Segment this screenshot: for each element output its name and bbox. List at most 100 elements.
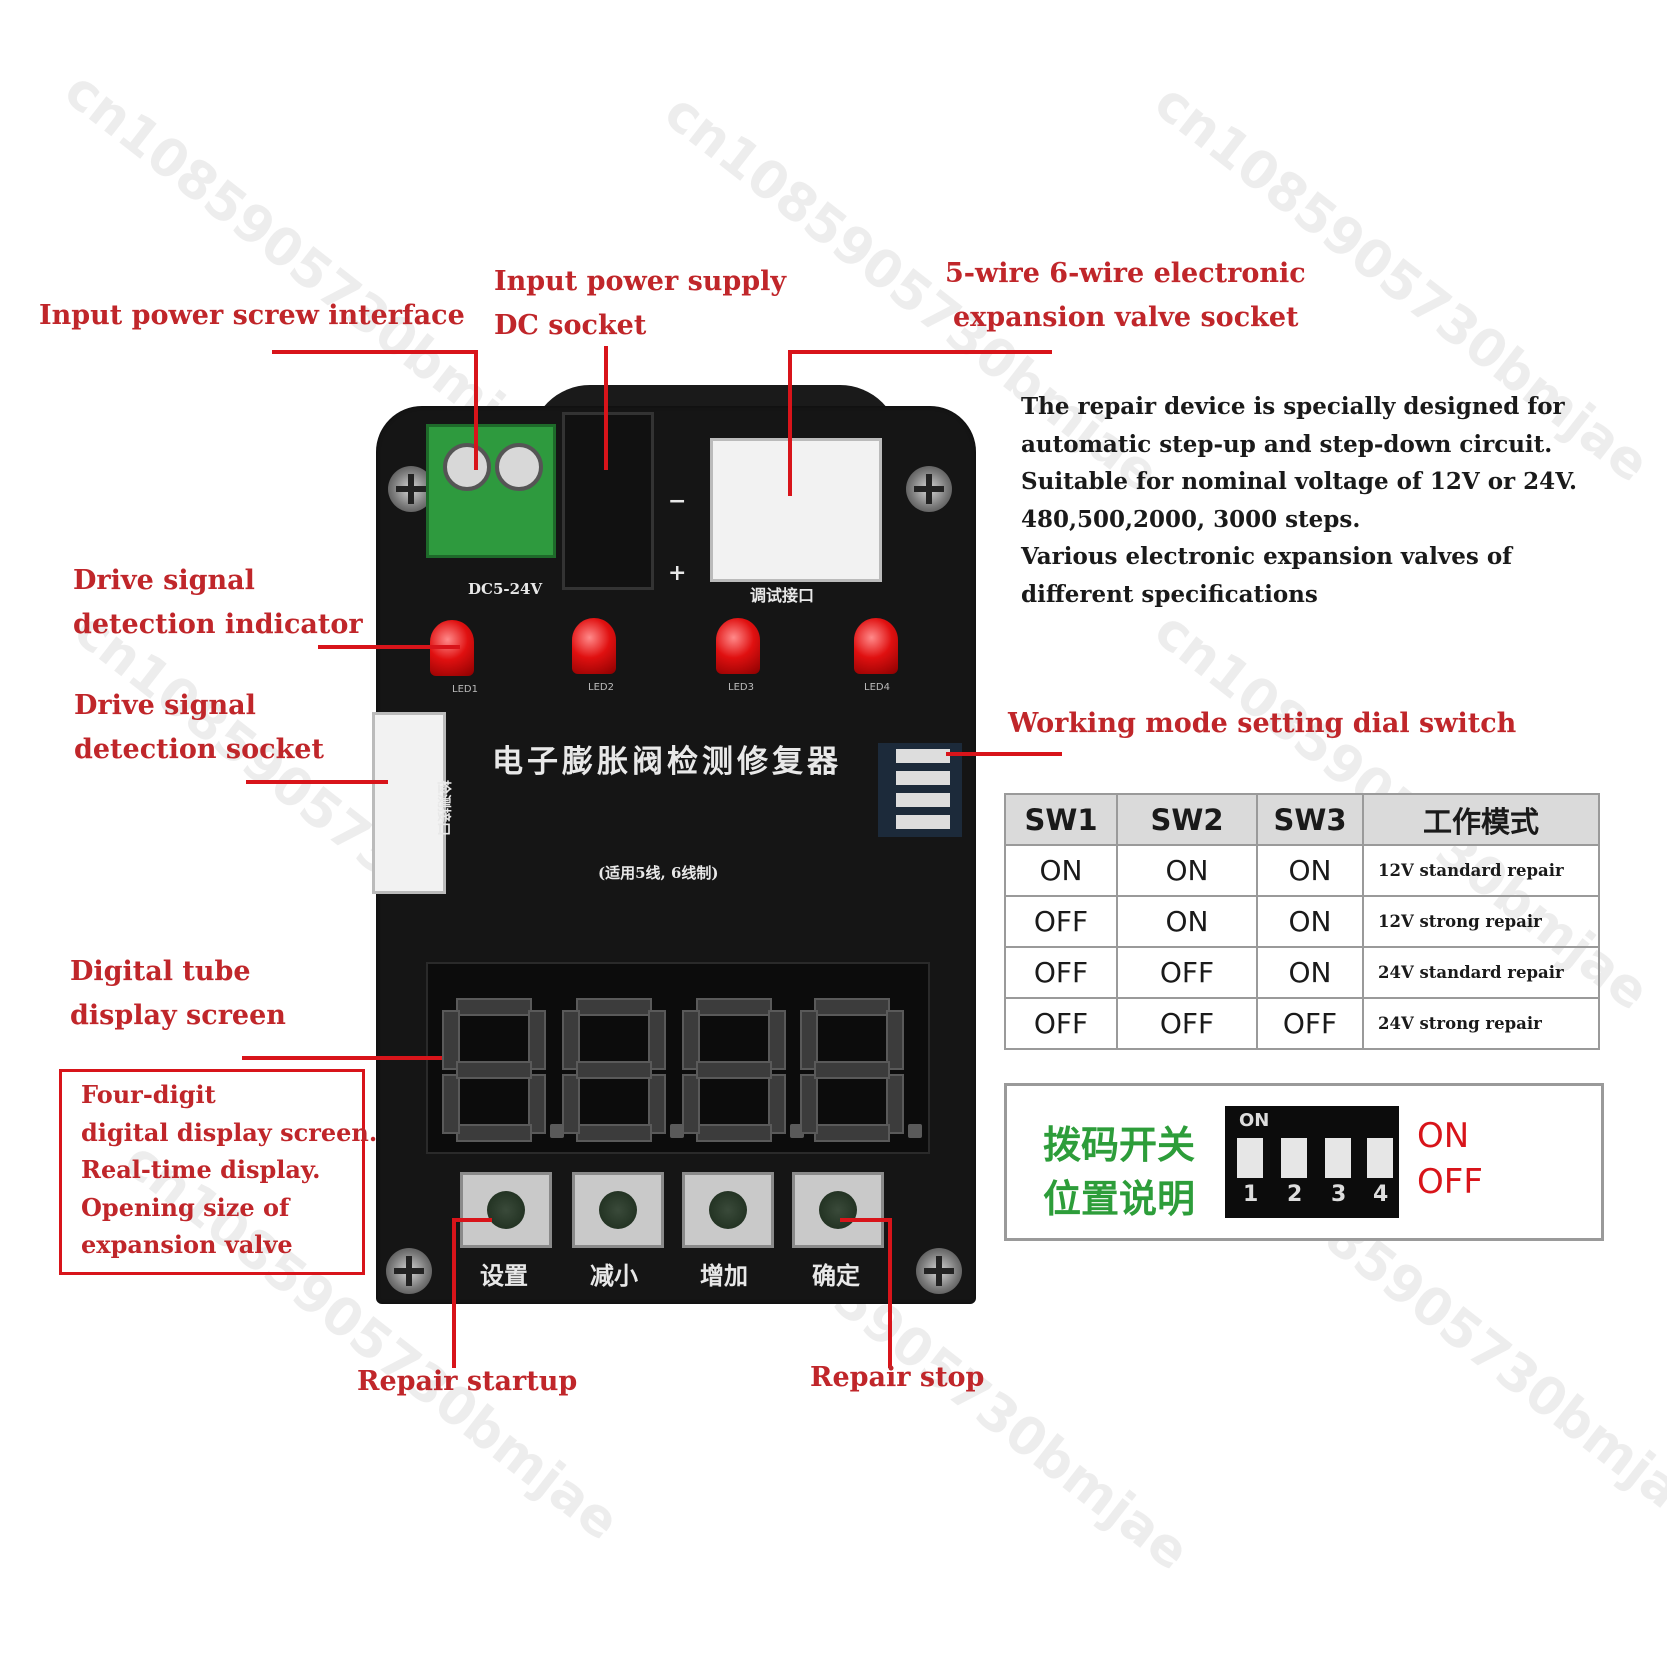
screw-terminal (426, 424, 556, 558)
led-3 (716, 618, 760, 674)
dc-socket (562, 412, 654, 590)
dip-number: 1 (1243, 1182, 1259, 1207)
dip-switch[interactable] (878, 743, 962, 837)
side-connector-label: 检测接口 (435, 780, 451, 836)
callout-digital-tube: Digital tube display screen (70, 950, 286, 1038)
table-row: OFF OFF OFF 24V strong repair (1004, 997, 1600, 1050)
callout-line: 5-wire 6-wire electronic (945, 258, 1306, 289)
leader-line (318, 645, 460, 649)
table-header: SW3 (1256, 793, 1364, 846)
table-header: SW2 (1116, 793, 1258, 846)
callout-drive-indicator: Drive signal detection indicator (73, 559, 363, 647)
callout-input-power-screw: Input power screw interface (39, 300, 465, 331)
seven-segment-digit (682, 998, 804, 1142)
digital-tube-display (426, 962, 930, 1154)
table-cell: 12V strong repair (1362, 895, 1600, 948)
legend-state-off: OFF (1417, 1162, 1483, 1202)
callout-line: DC socket (494, 310, 647, 341)
callout-repair-stop: Repair stop (810, 1362, 985, 1393)
description-line: Various electronic expansion valves of (1021, 543, 1513, 570)
table-cell: ON (1116, 895, 1258, 948)
leader-line (452, 1218, 492, 1222)
leader-line (272, 350, 478, 354)
dip-number: 2 (1287, 1182, 1303, 1207)
valve-connector-label: 调试接口 (750, 586, 815, 605)
callout-line: expansion valve socket (953, 302, 1299, 333)
table-cell: OFF (1256, 997, 1364, 1050)
decrease-button[interactable] (572, 1172, 664, 1248)
button-label-set: 设置 (480, 1261, 528, 1290)
table-cell: OFF (1004, 946, 1118, 999)
table-cell: ON (1256, 895, 1364, 948)
description-line: Suitable for nominal voltage of 12V or 2… (1021, 468, 1578, 495)
display-note: Four-digit digital display screen. Real-… (81, 1076, 377, 1264)
display-note-line: Opening size of (81, 1192, 290, 1222)
seven-segment-digit (442, 998, 564, 1142)
led-label: LED2 (588, 682, 614, 693)
table-row: OFF OFF ON 24V standard repair (1004, 946, 1600, 999)
callout-dc-socket: Input power supply DC socket (494, 260, 786, 348)
set-button[interactable] (460, 1172, 552, 1248)
board-title: 电子膨胀阀检测修复器 (492, 744, 842, 780)
device-description: The repair device is specially designed … (1021, 388, 1577, 613)
confirm-button[interactable] (792, 1172, 884, 1248)
dip-number: 4 (1373, 1182, 1389, 1207)
leader-line (452, 1218, 456, 1368)
terminal-label: DC5-24V (468, 580, 543, 598)
table-cell: OFF (1004, 895, 1118, 948)
callout-line: detection socket (74, 734, 324, 765)
board-subtitle: (适用5线, 6线制) (598, 864, 719, 882)
leader-line (604, 346, 608, 470)
screw-top-right (906, 466, 952, 512)
leader-line (888, 1218, 892, 1368)
table-cell: OFF (1116, 946, 1258, 999)
table-row: ON ON ON 12V standard repair (1004, 844, 1600, 897)
dip-on-label: ON (1239, 1110, 1270, 1131)
callout-line: detection indicator (73, 609, 363, 640)
dip-switch-legend: 拨码开关 位置说明 ON 1 2 3 4 ON OFF (1004, 1083, 1604, 1241)
callout-repair-startup: Repair startup (357, 1366, 578, 1397)
leader-line (242, 1056, 442, 1060)
dip-switch-image: ON 1 2 3 4 (1225, 1106, 1399, 1218)
leader-line (788, 350, 1052, 354)
led-label: LED3 (728, 682, 754, 693)
table-cell: 24V strong repair (1362, 997, 1600, 1050)
leader-line (840, 1218, 890, 1222)
side-connector (372, 712, 446, 894)
legend-state-on: ON (1417, 1116, 1470, 1156)
button-label-increase: 增加 (700, 1261, 748, 1290)
description-line: The repair device is specially designed … (1021, 393, 1565, 420)
table-cell: ON (1116, 844, 1258, 897)
screw-bottom-left (386, 1248, 432, 1294)
callout-line: Input power supply (494, 266, 787, 297)
dc-minus-label: − (668, 488, 687, 514)
description-line: automatic step-up and step-down circuit. (1021, 430, 1553, 458)
table-cell: OFF (1116, 997, 1258, 1050)
seven-segment-digit (800, 998, 922, 1142)
increase-button[interactable] (682, 1172, 774, 1248)
led-label: LED4 (864, 682, 890, 693)
legend-title-line: 位置说明 (1043, 1177, 1196, 1221)
display-note-line: Real-time display. (81, 1155, 321, 1184)
leader-line (246, 780, 388, 784)
legend-title-line: 拨码开关 (1043, 1123, 1196, 1167)
display-note-box (59, 1069, 365, 1275)
led-label: LED1 (452, 684, 478, 695)
table-header: 工作模式 (1362, 793, 1600, 846)
callout-line: Digital tube (70, 956, 251, 987)
valve-connector (710, 438, 882, 582)
display-note-line: expansion valve (81, 1230, 293, 1259)
table-cell: 24V standard repair (1362, 946, 1600, 999)
callout-valve-socket: 5-wire 6-wire electronic expansion valve… (945, 252, 1306, 340)
screw-bottom-right (916, 1248, 962, 1294)
callout-line: Drive signal (73, 565, 255, 596)
table-cell: 12V standard repair (1362, 844, 1600, 897)
table-header: SW1 (1004, 793, 1118, 846)
description-line: different specifications (1021, 580, 1318, 608)
callout-drive-socket: Drive signal detection socket (74, 684, 324, 772)
leader-line (946, 752, 1062, 756)
led-2 (572, 618, 616, 674)
button-label-confirm: 确定 (812, 1261, 860, 1290)
button-label-decrease: 减小 (590, 1261, 638, 1290)
callout-line: Drive signal (74, 690, 256, 721)
